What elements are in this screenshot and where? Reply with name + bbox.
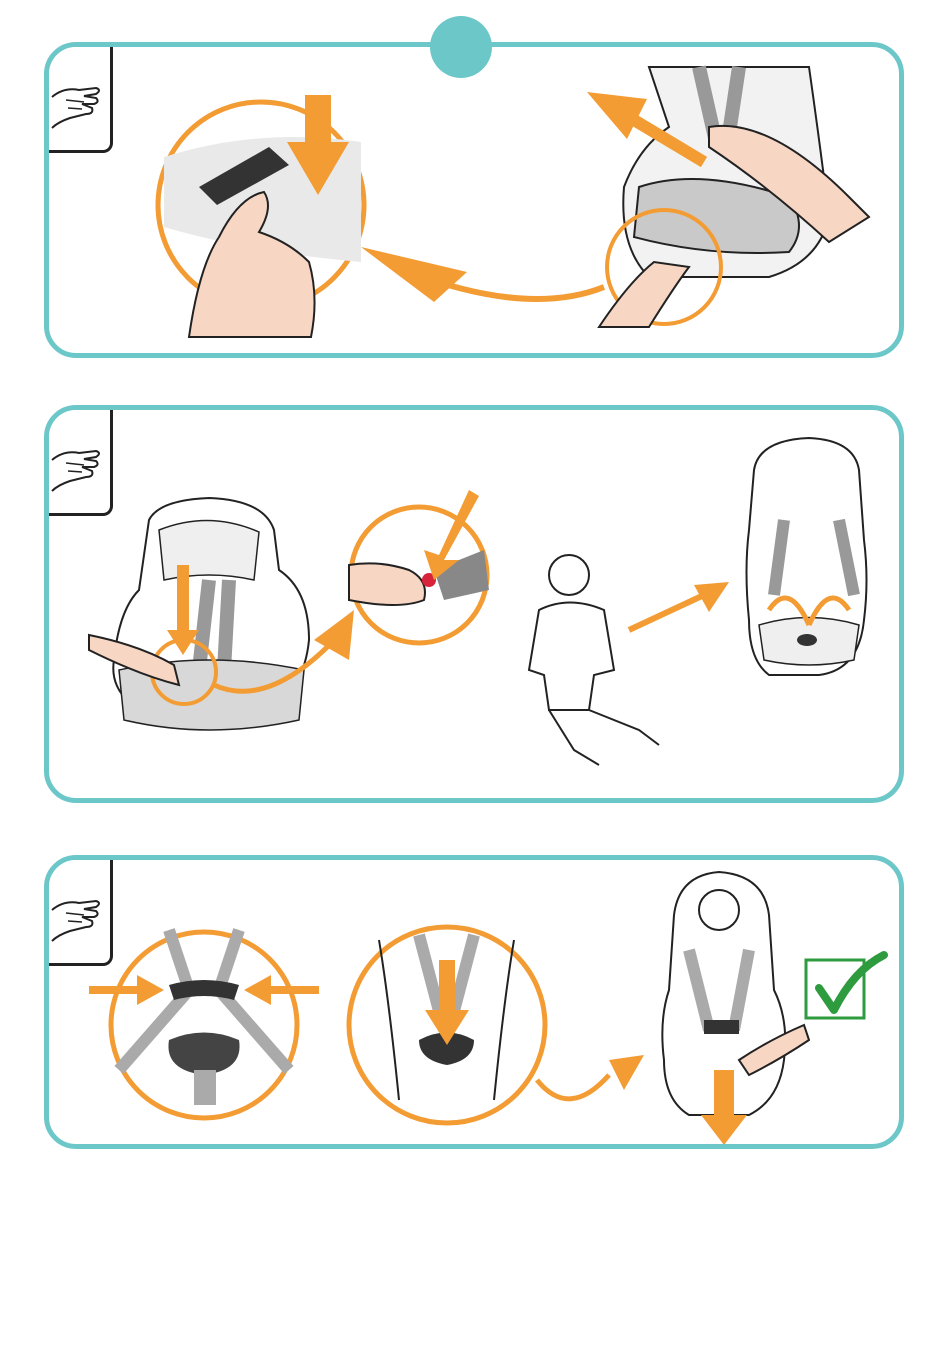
zoom-circle-left [158, 95, 364, 337]
seated-child [662, 872, 809, 1115]
check-icon [806, 955, 884, 1018]
panel-3-illustration [49, 860, 899, 1144]
open-seat [747, 438, 867, 675]
chest-clip [89, 930, 319, 1118]
arrow-connector [537, 1075, 609, 1099]
car-seat [89, 498, 309, 730]
arrow-connector-head [361, 247, 467, 302]
child-figure [529, 555, 659, 765]
buckle-release [349, 490, 489, 643]
panel-remove-harness [44, 42, 904, 358]
step-marker [430, 16, 492, 78]
panel-1-illustration [49, 47, 899, 353]
panel-open-harness [44, 405, 904, 803]
buckle-insert [349, 927, 545, 1123]
panel-buckle-harness [44, 855, 904, 1149]
panel-2-illustration [49, 410, 899, 798]
arrow-child-to-seat [629, 582, 729, 630]
